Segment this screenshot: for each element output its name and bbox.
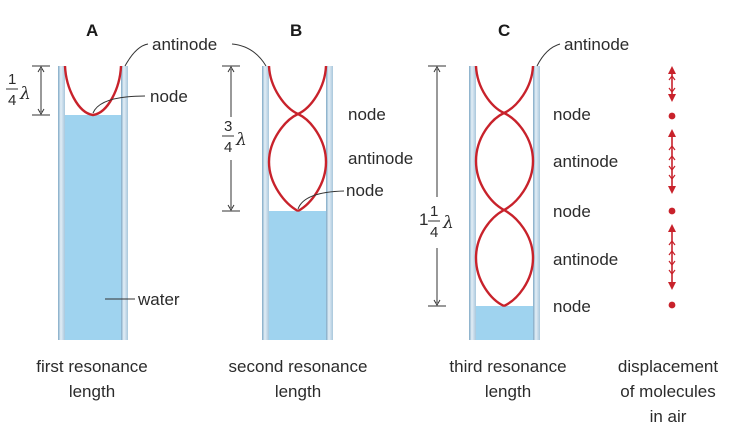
- caption-b-line2: length: [275, 382, 321, 401]
- standing-wave-c-2: [474, 65, 535, 308]
- panel-a: A 1 4 λ antinode node water first resona…: [6, 21, 217, 401]
- tube-c-air: [476, 66, 533, 340]
- panel-b-letter: B: [290, 21, 302, 40]
- fraction-b-den: 4: [224, 139, 232, 156]
- tube-a-right-wall: [121, 66, 128, 340]
- caption-a-line2: length: [69, 382, 115, 401]
- caption-c-line1: third resonance: [449, 357, 566, 376]
- standing-wave-b-2: [267, 65, 328, 213]
- standing-wave-a: [63, 65, 123, 117]
- label-a-antinode: antinode: [152, 35, 217, 54]
- water-column-c: [476, 306, 533, 340]
- lambda-a: λ: [19, 84, 31, 104]
- water-column-b: [269, 211, 326, 340]
- antinode-arrow-2: [668, 129, 676, 194]
- tube-c-left-wall: [469, 66, 476, 340]
- panel-c-letter: C: [498, 21, 510, 40]
- caption-c-line2: length: [485, 382, 531, 401]
- water-column-a: [65, 115, 121, 340]
- legend-line-2: of molecules: [620, 382, 715, 401]
- tube-b-right-wall: [326, 66, 333, 340]
- fraction-b-num: 3: [224, 118, 232, 135]
- tube-c-right-wall: [533, 66, 540, 340]
- label-c-antinode-top: antinode: [564, 35, 629, 54]
- legend-line-1: displacement: [618, 357, 718, 376]
- antinode-arrow-1: [668, 66, 676, 102]
- lambda-b: λ: [235, 130, 247, 150]
- legend-line-3: in air: [650, 407, 687, 426]
- tube-b-left-wall: [262, 66, 269, 340]
- panel-c: C 1 1 4 λ antinode node antinode node an…: [419, 21, 629, 401]
- label-c-node-2: node: [553, 202, 591, 221]
- displacement-legend: [668, 66, 676, 309]
- label-b-node-2: node: [346, 181, 384, 200]
- caption-b-line1: second resonance: [229, 357, 368, 376]
- lambda-c: λ: [442, 213, 454, 233]
- antinode-arrow-3: [668, 224, 676, 290]
- tube-a-left-wall: [58, 66, 65, 340]
- whole-c: 1: [419, 210, 428, 229]
- node-dot-2: [668, 207, 676, 215]
- label-a-node: node: [150, 87, 188, 106]
- standing-wave-b-1: [267, 65, 328, 213]
- fraction-a-num: 1: [8, 71, 16, 88]
- node-dot-1: [668, 112, 676, 120]
- caption-a-line1: first resonance: [36, 357, 148, 376]
- fraction-c-den: 4: [430, 224, 438, 241]
- fraction-a-den: 4: [8, 92, 16, 109]
- label-c-antinode-1: antinode: [553, 152, 618, 171]
- label-b-node-1: node: [348, 105, 386, 124]
- node-dot-3: [668, 301, 676, 309]
- panel-b: B 3 4 λ node antinode node second resona…: [222, 21, 413, 401]
- panel-a-letter: A: [86, 21, 98, 40]
- fraction-c-num: 1: [430, 203, 438, 220]
- label-c-node-1: node: [553, 105, 591, 124]
- label-b-antinode: antinode: [348, 149, 413, 168]
- label-c-antinode-2: antinode: [553, 250, 618, 269]
- label-c-node-3: node: [553, 297, 591, 316]
- standing-wave-c-1: [474, 65, 535, 308]
- label-a-water: water: [137, 290, 180, 309]
